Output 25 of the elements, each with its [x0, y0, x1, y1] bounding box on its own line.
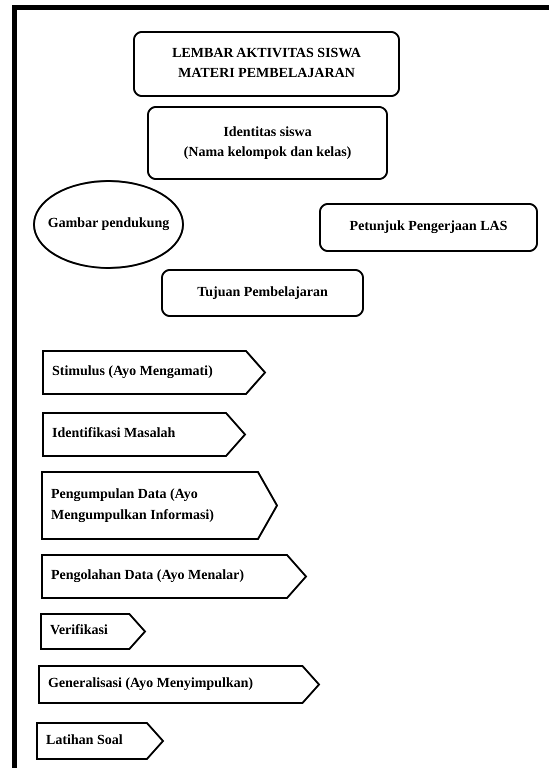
node-text: Pengumpulan Data (Ayo Mengumpulkan Informasi)	[51, 486, 215, 524]
node-text: Generalisasi (Ayo Menyimpulkan)	[48, 675, 254, 694]
node-text: LEMBAR AKTIVITAS SISWA MATERI PEMBELAJARAN	[171, 44, 362, 83]
rounded-box	[161, 269, 364, 317]
step-arrow-box	[42, 412, 246, 457]
rounded-box	[319, 203, 538, 252]
rounded-box	[147, 106, 388, 180]
node-text: Petunjuk Pengerjaan LAS	[350, 218, 508, 236]
node-text: Verifikasi	[50, 622, 108, 640]
node-text: Stimulus (Ayo Mengamati)	[52, 363, 213, 382]
step-arrow-box	[40, 613, 146, 650]
step-arrow-box	[36, 722, 164, 760]
step-arrow-box	[42, 350, 266, 395]
step-arrow-box	[41, 554, 307, 599]
node-text: Latihan Soal	[46, 732, 123, 750]
step-arrow-box	[41, 471, 278, 540]
node-text: Gambar pendukung	[48, 215, 170, 234]
node-text: Pengolahan Data (Ayo Menalar)	[51, 567, 244, 586]
node-text: Identitas siswa	[223, 124, 312, 142]
node-text: (Nama kelompok dan kelas)	[184, 144, 352, 162]
node-text: Tujuan Pembelajaran	[197, 284, 328, 302]
step-arrow-box	[38, 665, 320, 704]
rounded-box	[133, 31, 400, 97]
node-text: Identifikasi Masalah	[52, 425, 176, 444]
ellipse-node	[33, 180, 184, 269]
